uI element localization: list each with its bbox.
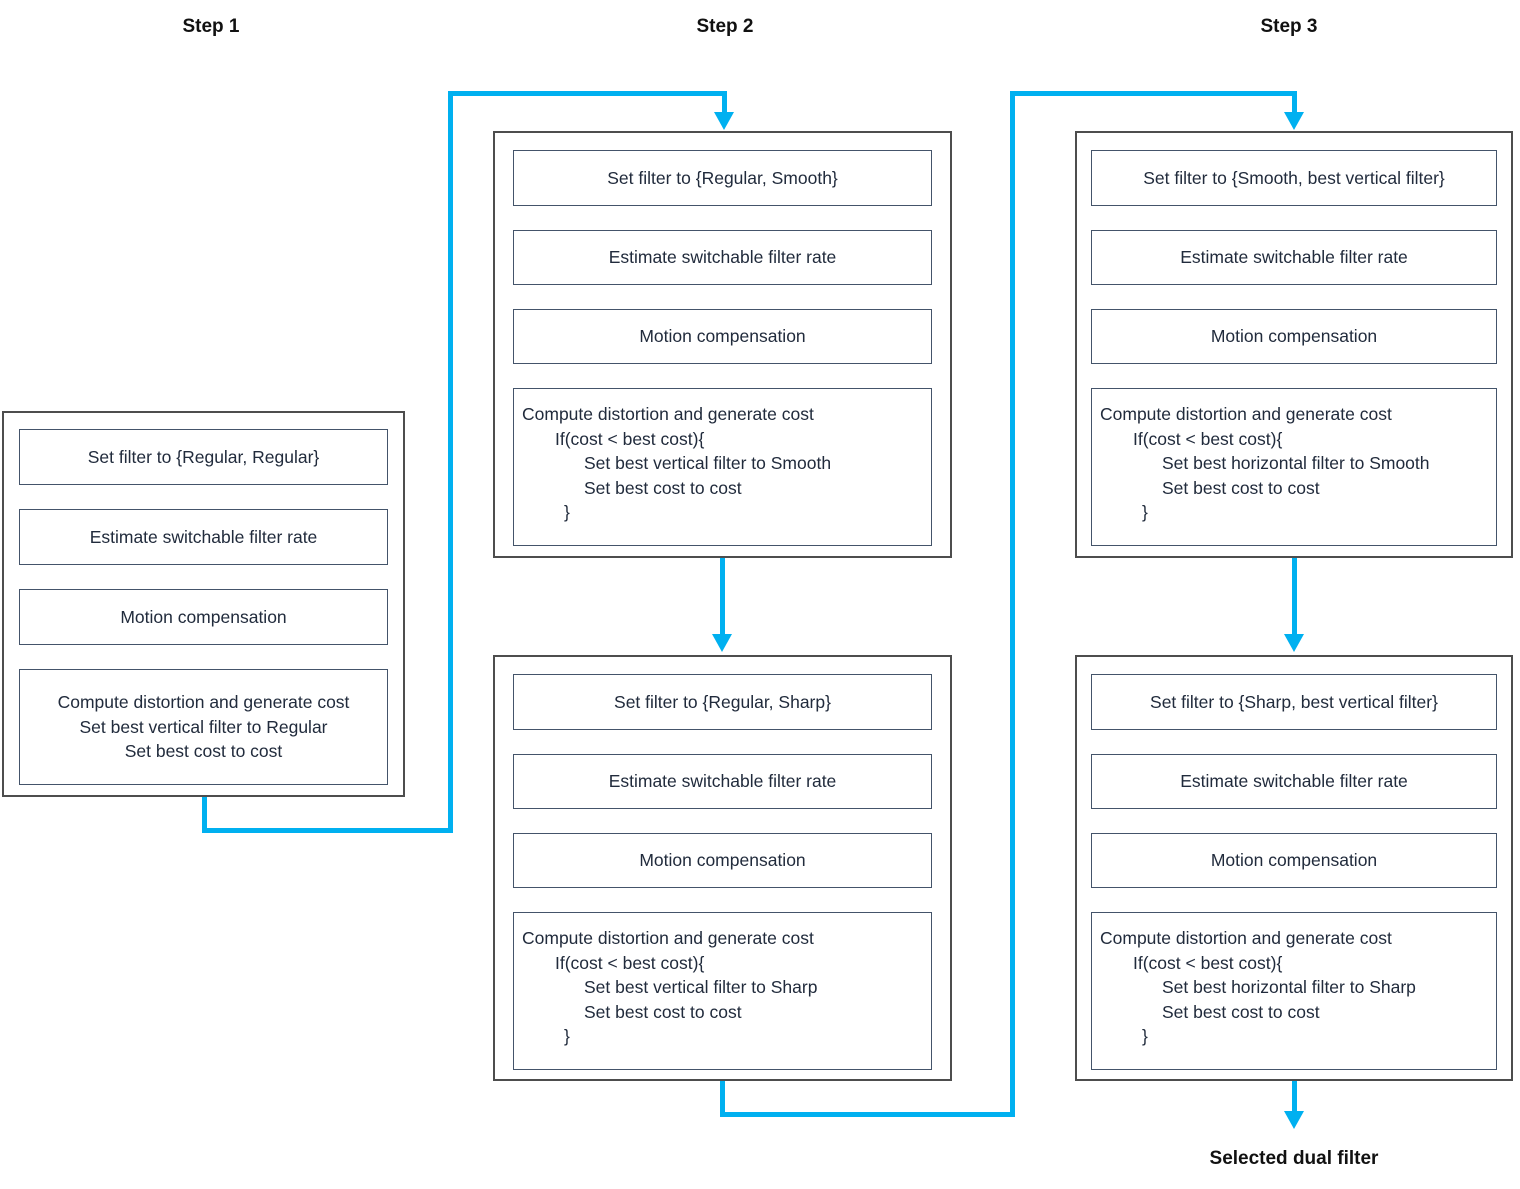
compute-line: If(cost < best cost){ [555, 428, 705, 449]
compute-line: Set best cost to cost [1162, 477, 1320, 498]
motion-compensation-label: Motion compensation [1210, 850, 1378, 870]
compute-cost-box: Compute distortion and generate cost If(… [513, 388, 932, 546]
flow-connector-segment [1010, 91, 1297, 96]
set-filter-box: Set filter to {Regular, Sharp} [513, 674, 932, 730]
flow-connector-segment [1010, 91, 1015, 1117]
compute-line: Set best vertical filter to Sharp [584, 977, 818, 997]
set-filter-box: Set filter to {Regular, Regular} [19, 429, 388, 485]
flow-connector-segment [1292, 91, 1297, 113]
compute-line: Set best horizontal filter to Smooth [1162, 453, 1430, 473]
estimate-rate-label: Estimate switchable filter rate [608, 247, 837, 267]
step2-smooth-group-box: Set filter to {Regular, Smooth} Estimate… [493, 131, 952, 558]
compute-line: Compute distortion and generate cost [522, 928, 814, 948]
arrowhead-down-icon [1284, 112, 1304, 130]
motion-compensation-box: Motion compensation [513, 309, 932, 364]
compute-line: If(cost < best cost){ [555, 952, 705, 973]
compute-line: Set best vertical filter to Smooth [584, 453, 832, 473]
step1-header: Step 1 [182, 16, 240, 37]
compute-line: Compute distortion and generate cost [522, 404, 814, 424]
estimate-rate-label: Estimate switchable filter rate [1180, 247, 1408, 267]
compute-line: Compute distortion and generate cost [1100, 928, 1392, 948]
motion-compensation-label: Motion compensation [1210, 326, 1378, 346]
compute-line: Set best vertical filter to Regular [79, 716, 328, 737]
compute-line: Set best cost to cost [124, 741, 283, 762]
compute-line: If(cost < best cost){ [1133, 428, 1283, 449]
arrowhead-down-icon [714, 112, 734, 130]
arrowhead-down-icon [712, 634, 732, 652]
flow-connector-segment [448, 91, 453, 833]
compute-cost-box: Compute distortion and generate cost If(… [513, 912, 932, 1070]
compute-line: Compute distortion and generate cost [57, 692, 350, 713]
compute-line: If(cost < best cost){ [1133, 952, 1283, 973]
flow-connector-segment [202, 828, 453, 833]
flow-connector-segment [1292, 1081, 1297, 1112]
step2-sharp-group-box: Set filter to {Regular, Sharp} Estimate … [493, 655, 952, 1081]
motion-compensation-box: Motion compensation [1091, 309, 1497, 364]
motion-compensation-label: Motion compensation [639, 850, 806, 870]
compute-cost-box: Compute distortion and generate cost Set… [19, 669, 388, 785]
step3-header: Step 3 [1260, 16, 1318, 37]
set-filter-label: Set filter to {Regular, Sharp} [614, 691, 831, 712]
compute-line: Set best cost to cost [584, 1001, 742, 1022]
set-filter-box: Set filter to {Smooth, best vertical fil… [1091, 150, 1497, 206]
arrowhead-down-icon [1284, 1111, 1304, 1129]
flow-connector-segment [722, 91, 727, 113]
compute-cost-box: Compute distortion and generate cost If(… [1091, 388, 1497, 546]
selected-dual-filter-label: Selected dual filter [1209, 1148, 1379, 1169]
motion-compensation-label: Motion compensation [120, 606, 287, 627]
compute-cost-box: Compute distortion and generate cost If(… [1091, 912, 1497, 1070]
arrowhead-down-icon [1284, 634, 1304, 652]
estimate-rate-label: Estimate switchable filter rate [608, 771, 837, 791]
compute-line: } [1142, 502, 1148, 522]
compute-line: } [564, 1026, 570, 1046]
motion-compensation-label: Motion compensation [639, 326, 806, 346]
estimate-rate-box: Estimate switchable filter rate [513, 754, 932, 809]
estimate-rate-box: Estimate switchable filter rate [19, 509, 388, 565]
flow-connector-segment [720, 1112, 1015, 1117]
set-filter-label: Set filter to {Smooth, best vertical fil… [1143, 167, 1445, 188]
flow-connector-segment [720, 1081, 725, 1117]
step2-header: Step 2 [696, 16, 754, 37]
compute-line: Set best horizontal filter to Sharp [1162, 977, 1416, 997]
step3-smooth-group-box: Set filter to {Smooth, best vertical fil… [1075, 131, 1513, 558]
set-filter-box: Set filter to {Sharp, best vertical filt… [1091, 674, 1497, 730]
set-filter-label: Set filter to {Regular, Regular} [87, 446, 320, 467]
flow-connector-segment [202, 797, 207, 833]
motion-compensation-box: Motion compensation [19, 589, 388, 645]
compute-line: } [1142, 1026, 1148, 1046]
estimate-rate-box: Estimate switchable filter rate [513, 230, 932, 285]
set-filter-label: Set filter to {Regular, Smooth} [607, 167, 838, 188]
flow-connector-segment [720, 558, 725, 635]
motion-compensation-box: Motion compensation [513, 833, 932, 888]
flow-connector-segment [1292, 558, 1297, 635]
step1-group-box: Set filter to {Regular, Regular} Estimat… [2, 411, 405, 797]
compute-line: Set best cost to cost [1162, 1001, 1320, 1022]
estimate-rate-box: Estimate switchable filter rate [1091, 754, 1497, 809]
set-filter-label: Set filter to {Sharp, best vertical filt… [1150, 691, 1438, 712]
compute-line: Set best cost to cost [584, 477, 742, 498]
flow-connector-segment [448, 91, 727, 96]
estimate-rate-label: Estimate switchable filter rate [1180, 771, 1408, 791]
motion-compensation-box: Motion compensation [1091, 833, 1497, 888]
step3-sharp-group-box: Set filter to {Sharp, best vertical filt… [1075, 655, 1513, 1081]
compute-line: } [564, 502, 570, 522]
compute-line: Compute distortion and generate cost [1100, 404, 1392, 424]
estimate-rate-box: Estimate switchable filter rate [1091, 230, 1497, 285]
estimate-rate-label: Estimate switchable filter rate [89, 526, 318, 547]
set-filter-box: Set filter to {Regular, Smooth} [513, 150, 932, 206]
